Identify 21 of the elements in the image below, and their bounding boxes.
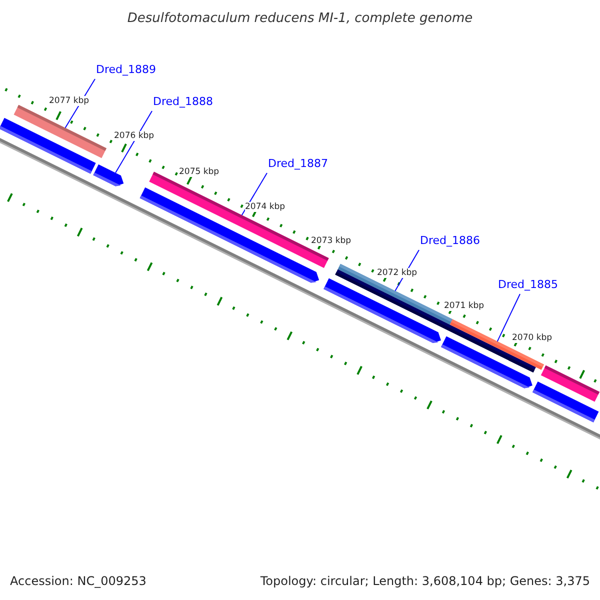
position-label: 2072 kbp xyxy=(377,268,418,278)
accession-number: Accession: NC_009253 xyxy=(10,574,146,589)
position-label: 2071 kbp xyxy=(444,301,484,311)
gene-bar xyxy=(93,164,124,186)
gene-label: Dred_1885 xyxy=(498,278,558,292)
gene-bar xyxy=(324,278,441,344)
position-label: 2074 kbp xyxy=(245,202,286,212)
title: Desulfotomaculum reducens MI-1, complete genome xyxy=(126,10,474,28)
position-label: 2070 kbp xyxy=(512,333,552,343)
gene-bar xyxy=(532,381,599,422)
genome-stats: Topology: circular; Length: 3,608,104 bp; Genes: 3,375 xyxy=(260,574,590,589)
position-label: 2076 kbp xyxy=(114,131,154,141)
gene-label: Dred_1888 xyxy=(153,95,213,109)
position-label: 2075 kbp xyxy=(179,167,220,177)
gene-label: Dred_1886 xyxy=(420,234,480,248)
position-label: 2077 kbp xyxy=(49,96,90,106)
leader-line xyxy=(496,294,520,342)
position-label: 2073 kbp xyxy=(311,236,352,246)
gene-label: Dred_1887 xyxy=(268,157,328,171)
gene-label: Dred_1889 xyxy=(96,63,156,77)
gene-bar xyxy=(0,118,96,174)
